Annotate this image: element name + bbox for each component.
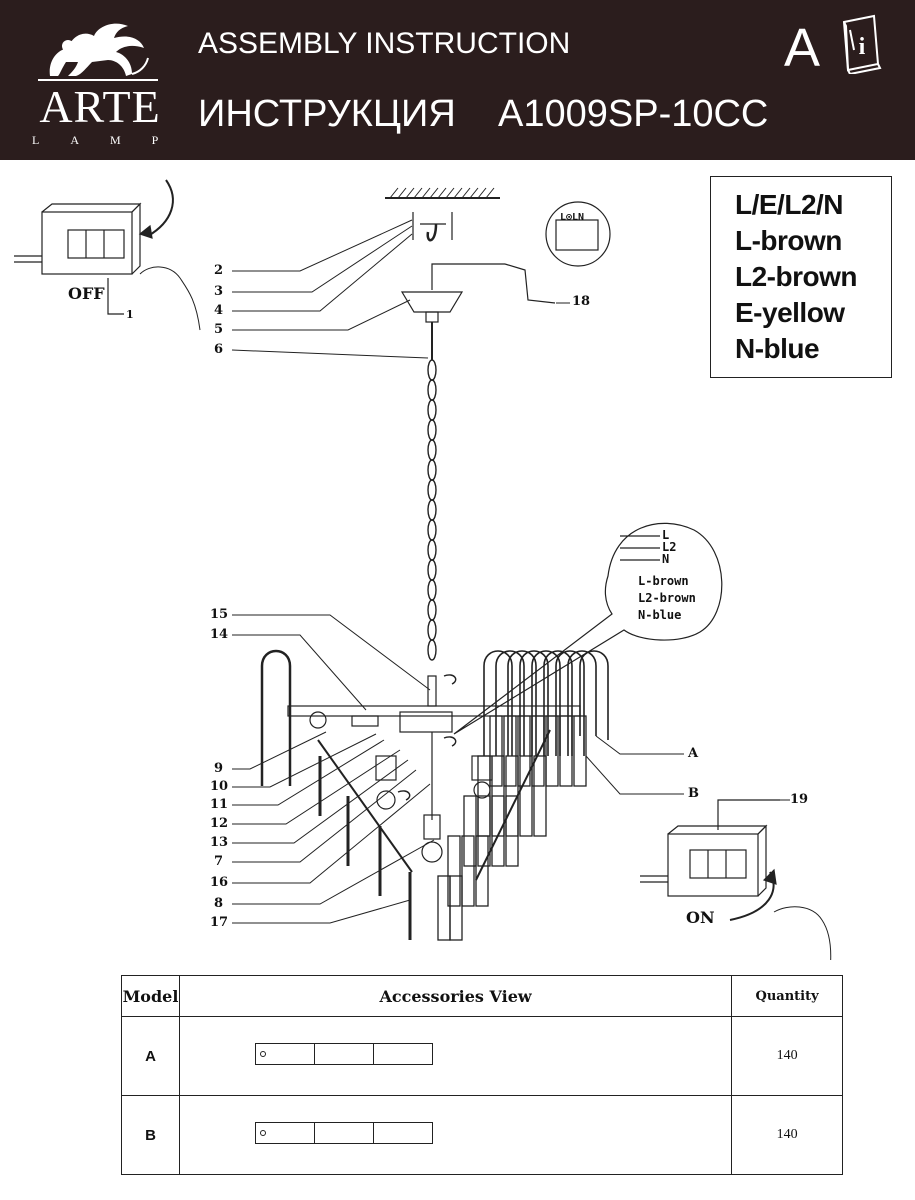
part-label: 14: [210, 627, 229, 642]
crystal-accessory-drawing: [254, 1122, 433, 1144]
header-banner: ARTE LAMP ASSEMBLY INSTRUCTION ИНСТРУКЦИ…: [0, 0, 915, 160]
accessory-view-cell: [178, 1095, 733, 1175]
table-row: A 140: [121, 1016, 843, 1096]
terminal-label: N: [662, 552, 670, 566]
accessories-table: Model Accessories View Quantity A 140 B …: [121, 975, 843, 1175]
legend-line: L-brown: [735, 225, 842, 256]
crystal-accessory-drawing: [254, 1043, 433, 1065]
brand-name: ARTE: [39, 81, 161, 132]
bubble-line: N-blue: [638, 608, 682, 622]
diagram-drawing: [14, 179, 832, 971]
category-letter: A: [784, 18, 821, 78]
model-cell: A: [121, 1016, 180, 1096]
terminal-block-label: L⊙LN: [560, 212, 585, 223]
part-label: 16: [210, 875, 229, 890]
accessory-view-cell: [178, 1016, 733, 1096]
part-label: 17: [210, 915, 229, 930]
col-header-quantity: Quantity: [731, 975, 843, 1017]
switch-on-label: ON: [686, 908, 715, 927]
part-label: 12: [210, 816, 229, 831]
col-header-model: Model: [121, 975, 180, 1017]
title-russian: ИНСТРУКЦИЯ: [198, 93, 456, 135]
table-row: B 140: [121, 1095, 843, 1175]
quantity-cell: 140: [731, 1095, 843, 1175]
info-book-icon: i: [842, 14, 882, 74]
wiring-legend: L/E/L2/N L-brown L2-brown E-yellow N-blu…: [710, 176, 892, 378]
part-label: 18: [572, 294, 591, 309]
part-label: 19: [790, 792, 809, 807]
terminal-label: L: [662, 528, 670, 542]
legend-line: N-blue: [735, 333, 820, 364]
part-label: 13: [210, 835, 229, 850]
legend-line: L2-brown: [735, 261, 858, 292]
part-label: 15: [210, 607, 229, 622]
terminal-label: L2: [662, 540, 677, 554]
table-header-row: Model Accessories View Quantity: [121, 975, 843, 1017]
part-label: B: [688, 786, 699, 801]
bubble-line: L-brown: [638, 574, 689, 588]
part-label: 7: [214, 854, 224, 869]
legend-line: E-yellow: [735, 297, 845, 328]
title-english: ASSEMBLY INSTRUCTION: [198, 27, 571, 60]
col-header-view: Accessories View: [178, 975, 733, 1017]
part-label: 1: [126, 308, 134, 321]
part-label: 6: [214, 342, 224, 357]
part-label: 10: [210, 779, 229, 794]
svg-text:i: i: [859, 34, 866, 60]
part-label: 3: [214, 284, 224, 299]
brand-subtitle: LAMP: [32, 133, 190, 147]
assembly-diagram: OFF ON 1 2 3 4 5 6 15 14 9 10 11 12 13 7…: [0, 160, 915, 971]
part-label: A: [688, 746, 699, 761]
legend-line: L/E/L2/N: [735, 189, 844, 220]
part-label: 5: [214, 322, 224, 337]
lion-logo-icon: [38, 23, 158, 81]
bubble-line: L2-brown: [638, 591, 696, 605]
model-number: A1009SP-10CC: [498, 93, 769, 135]
part-label: 2: [214, 263, 224, 278]
part-label: 4: [214, 303, 224, 318]
part-label: 8: [214, 896, 224, 911]
part-label: 11: [210, 797, 229, 812]
quantity-cell: 140: [731, 1016, 843, 1096]
part-label: 9: [214, 761, 224, 776]
model-cell: B: [121, 1095, 180, 1175]
switch-off-label: OFF: [68, 284, 105, 303]
